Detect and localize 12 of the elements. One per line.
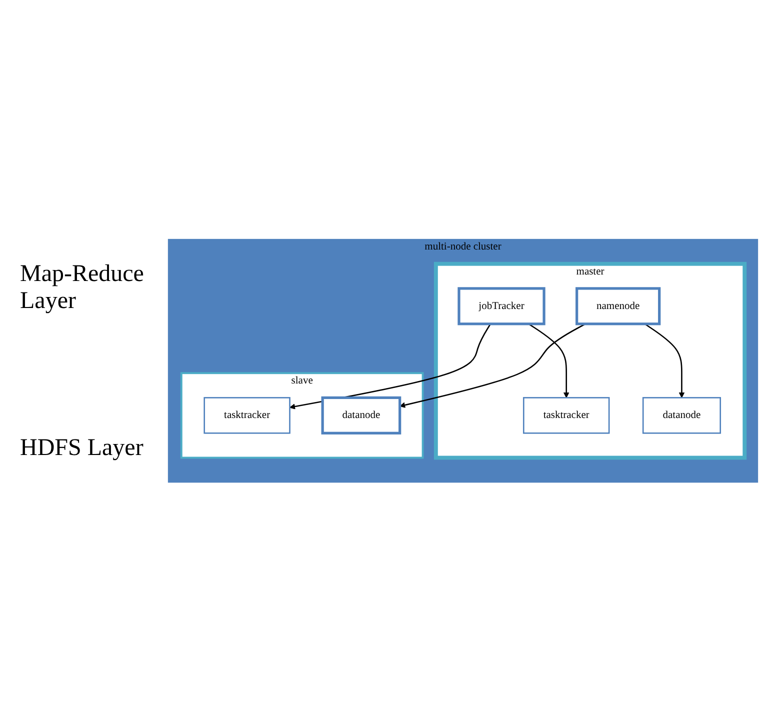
node-box: namenode (576, 287, 661, 326)
arrow (290, 324, 492, 410)
layer-label: HDFS Layer (20, 434, 144, 462)
arrow (528, 324, 570, 398)
node-box: tasktracker (204, 397, 290, 434)
node-box: jobTracker (458, 287, 546, 326)
node-box: datanode (642, 397, 721, 434)
layer-label: Map-Reduce Layer (20, 260, 145, 314)
node-box: tasktracker (522, 397, 610, 434)
arrow (400, 324, 586, 408)
arrow (644, 324, 685, 398)
node-box: datanode (321, 396, 402, 435)
